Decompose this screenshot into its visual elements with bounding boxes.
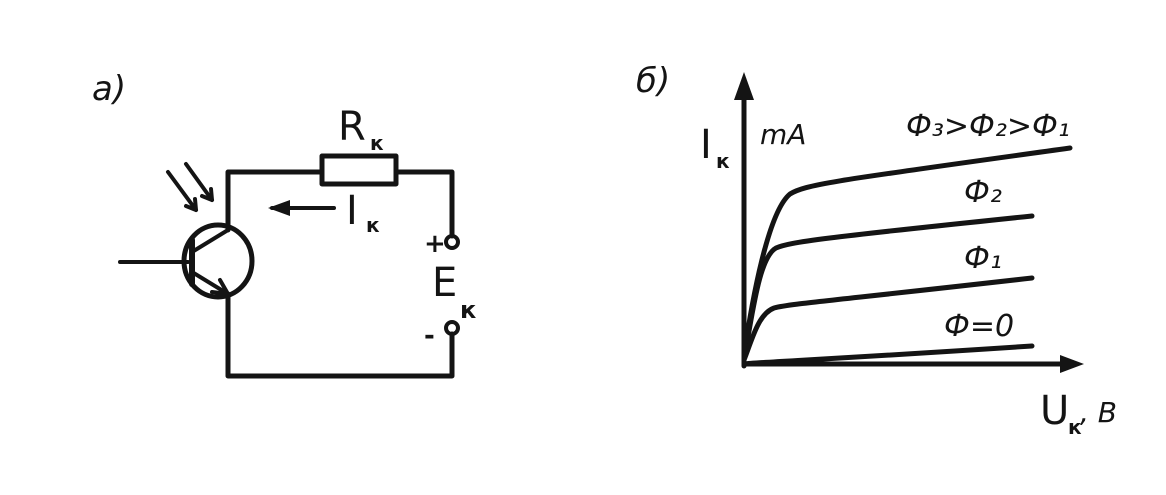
current-subscript: к	[366, 213, 380, 237]
phototransistor-symbol	[118, 222, 255, 300]
resistor-rk	[319, 153, 399, 187]
terminal-minus	[444, 320, 460, 336]
y-axis-subscript: к	[716, 149, 730, 173]
curve-phi0	[741, 343, 1035, 367]
current-symbol: I	[346, 188, 358, 234]
y-axis-unit: mA	[760, 118, 806, 151]
light-arrows-icon	[166, 162, 214, 212]
current-arrow-icon	[268, 200, 336, 216]
x-axis-symbol: U	[1040, 388, 1069, 434]
chart-axes	[734, 72, 1084, 373]
y-axis-arrow-icon	[734, 72, 754, 100]
circuit-panel: а) R к I	[92, 69, 476, 379]
source-subscript: к	[460, 296, 476, 324]
x-axis-subscript: к	[1068, 415, 1082, 439]
curve-phi1	[741, 275, 1035, 363]
resistor-subscript: к	[370, 131, 384, 155]
x-axis-arrow-icon	[1060, 355, 1084, 373]
panel-b-label: б)	[636, 61, 670, 101]
characteristics-panel: б) I к mA U к , В Ф₃>Ф₂>Ф₁ Ф₂ Ф₁ Ф=0	[636, 61, 1117, 439]
curve-phi2	[741, 213, 1035, 361]
y-axis-symbol: I	[700, 122, 712, 168]
curve-label-top: Ф₃>Ф₂>Ф₁	[906, 109, 1070, 144]
circuit-wires	[225, 169, 455, 379]
panel-a-label: а)	[92, 69, 126, 109]
resistor-symbol: R	[338, 104, 366, 150]
curve-label-phi1: Ф₁	[964, 241, 1002, 276]
x-axis-unit: , В	[1080, 396, 1117, 429]
curve-family	[741, 145, 1073, 367]
curve-label-phi0: Ф=0	[944, 309, 1014, 344]
source-symbol: E	[432, 260, 457, 306]
curve-label-phi2: Ф₂	[964, 175, 1002, 210]
terminal-plus	[444, 234, 460, 250]
curve-phi3	[741, 145, 1073, 359]
source-minus-sign: -	[424, 321, 435, 351]
source-plus-sign: +	[424, 229, 446, 259]
